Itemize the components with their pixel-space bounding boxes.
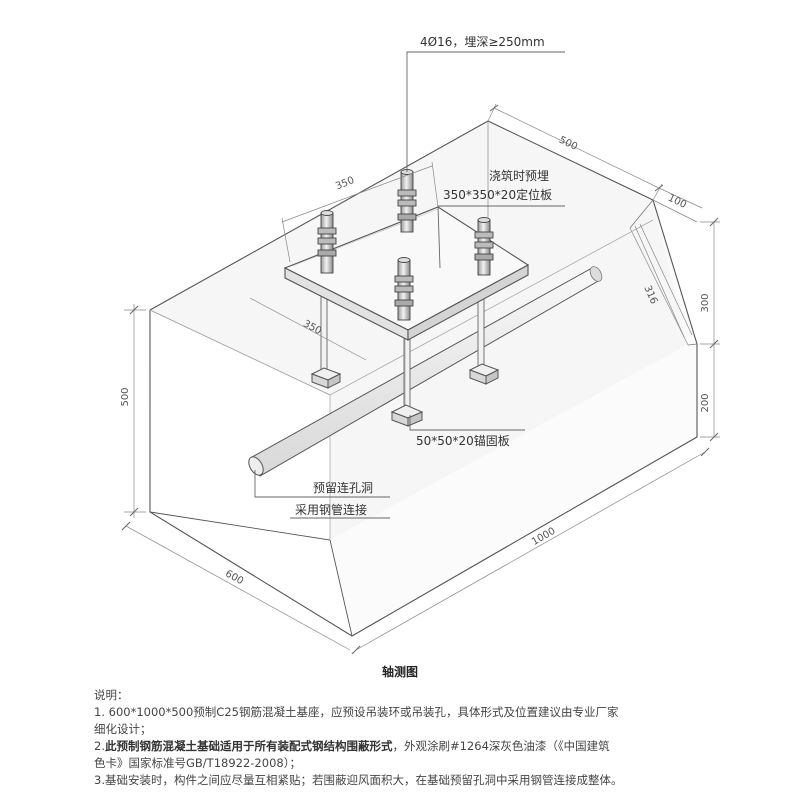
bolt-back [397, 169, 417, 233]
callout-anchor-plate: 50*50*20锚固板 [416, 433, 510, 448]
base-right-face [330, 200, 697, 636]
callout-hole-line1: 预留连孔洞 [313, 480, 373, 495]
callout-hole-line2: 采用钢管连接 [295, 502, 367, 517]
dim-plate-width: 350 [334, 175, 356, 192]
callout-bolts: 4Ø16，埋深≥250mm [420, 35, 545, 49]
note-2-emphasis: 此预制钢筋混凝土基础适用于所有装配式钢结构围蔽形式 [104, 739, 393, 753]
note-1-line-1: 1. 600*1000*500预制C25钢筋混凝土基座，应预设吊装环或吊装孔，具… [94, 705, 619, 719]
bolt-front [394, 257, 414, 321]
anchor-plate-front [390, 404, 424, 427]
note-2-line-1: 2.此预制钢筋混凝土基础适用于所有装配式钢结构围蔽形式，外观涂刷#1264深灰色… [94, 738, 794, 755]
notes-block: 说明： 1. 600*1000*500预制C25钢筋混凝土基座，应预设吊装环或吊… [94, 687, 794, 789]
dim-left-height: 500 [120, 387, 131, 406]
figure-caption: 轴测图 [381, 665, 418, 679]
note-2-rest: ，外观涂刷#1264深灰色油漆（《中国建筑 [392, 739, 610, 753]
dim-right-lower: 200 [700, 393, 711, 412]
anchor-plate-left [310, 367, 342, 389]
anchor-plates [310, 363, 500, 427]
note-2-prefix: 2. [94, 739, 105, 753]
dim-base-width: 600 [223, 568, 245, 587]
base-front-face [150, 310, 330, 540]
leader-lines [254, 51, 565, 519]
callout-plate-line2: 350*350*20定位板 [443, 187, 552, 202]
dim-top-length: 500 [557, 135, 579, 153]
note-1-line-2: 细化设计； [94, 722, 152, 736]
bolt-left [317, 210, 337, 274]
dimension-lines [124, 103, 720, 651]
anchor-plate-right [468, 363, 500, 385]
threaded-bolts [317, 169, 494, 321]
note-2-line-2: 色卡》国家标准号GB/T18922-2008）； [94, 756, 301, 770]
note-3: 3.基础安装时，构件之间应尽量互相紧贴；若围蔽迎风面积大，在基础预留孔洞中采用钢… [94, 773, 623, 787]
callout-labels: 4Ø16，埋深≥250mm 浇筑时预埋 350*350*20定位板 50*50*… [295, 35, 552, 517]
notes-heading: 说明： [94, 688, 129, 702]
dimension-ticks [121, 104, 719, 655]
bolt-right [474, 217, 494, 276]
dim-right-upper: 300 [700, 293, 711, 312]
callout-plate-line1: 浇筑时预埋 [489, 168, 549, 183]
